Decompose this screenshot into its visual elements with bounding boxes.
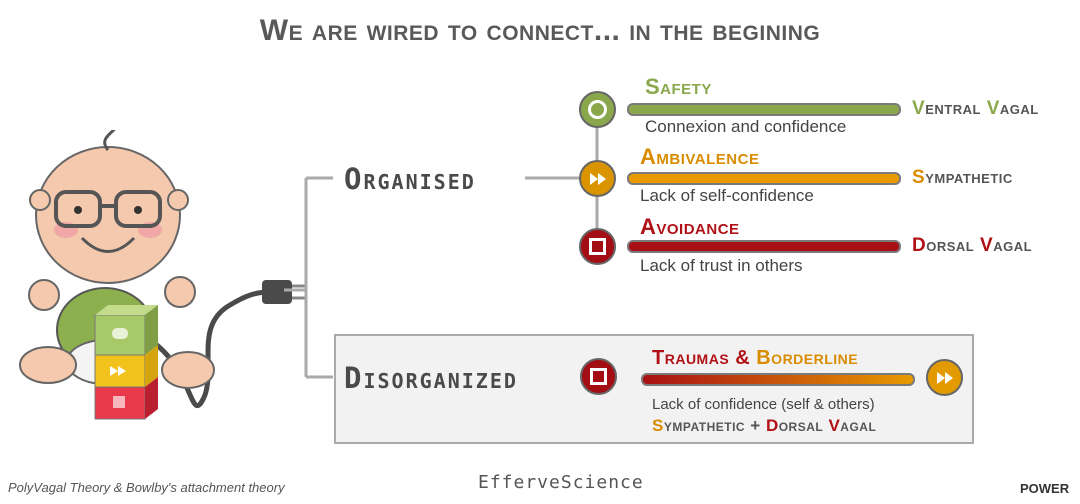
disorganized-bar	[641, 373, 915, 386]
avoidance-bar	[627, 240, 901, 253]
footer-logo: EfferveScience	[478, 472, 644, 493]
disorganized-fast-forward-icon	[926, 359, 963, 396]
disorganized-description: Lack of confidence (self & others)	[652, 396, 875, 413]
disorganized-state: Sympathetic + Dorsal Vagal	[652, 416, 877, 435]
avoidance-state: Dorsal Vagal	[912, 235, 1033, 256]
disorganized-panel	[334, 334, 974, 444]
avoidance-label: Avoidance	[640, 214, 740, 239]
ambivalence-bar	[627, 172, 901, 185]
safety-label: Safety	[645, 74, 712, 99]
avoidance-stop-icon	[579, 228, 616, 265]
ambivalence-description: Lack of self-confidence	[640, 186, 814, 205]
disorganized-stop-icon	[580, 358, 617, 395]
safety-circle-icon	[579, 91, 616, 128]
safety-description: Connexion and confidence	[645, 117, 847, 136]
safety-state: Ventral Vagal	[912, 98, 1039, 119]
branch-disorganized: Disorganized	[344, 361, 518, 395]
ambivalence-state: Sympathetic	[912, 167, 1013, 188]
ambivalence-fast-forward-icon	[579, 160, 616, 197]
plug-icon	[262, 280, 292, 304]
footer-power: POWER	[1020, 481, 1070, 496]
branch-organised: Organised	[344, 162, 476, 196]
footer-caption: PolyVagal Theory & Bowlby's attachment t…	[8, 480, 285, 495]
disorganized-label: Traumas & Borderline	[652, 347, 859, 369]
avoidance-description: Lack of trust in others	[640, 256, 803, 275]
safety-bar	[627, 103, 901, 116]
baby-illustration	[19, 130, 306, 420]
page-title: We are wired to connect... in the begini…	[259, 14, 821, 47]
ambivalence-label: Ambivalence	[640, 144, 760, 169]
